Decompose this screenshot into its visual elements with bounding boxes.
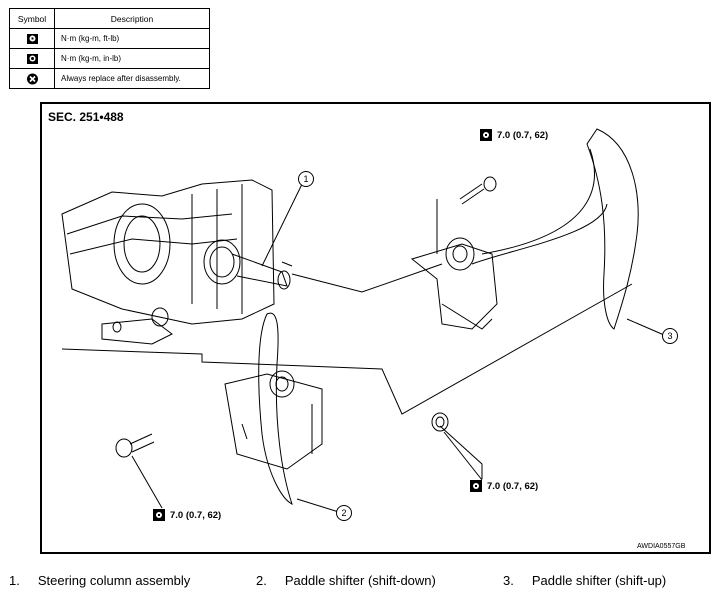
paddle-shifter-shift-down-drawing bbox=[224, 312, 323, 505]
torque-wrench-icon bbox=[470, 480, 482, 492]
legend-row: N·m (kg-m, in-lb) bbox=[9, 48, 210, 69]
torque-value: 7.0 (0.7, 62) bbox=[170, 509, 222, 521]
callout-3: 3 bbox=[662, 328, 678, 344]
legend-description: Always replace after disassembly. bbox=[54, 68, 210, 89]
steering-column-assembly-drawing bbox=[61, 179, 293, 345]
callout-3-leader bbox=[626, 318, 665, 336]
callout-1: 1 bbox=[298, 171, 314, 187]
steering-column-line-drawing bbox=[61, 128, 665, 514]
bolt-bottom-left-drawing bbox=[115, 433, 155, 458]
torque-wrench-filled-icon bbox=[26, 53, 38, 64]
replace-x-icon bbox=[26, 73, 38, 84]
section-label: SEC. 251•488 bbox=[48, 110, 124, 124]
torque-right-leader bbox=[443, 431, 483, 481]
torque-value: 7.0 (0.7, 62) bbox=[487, 480, 539, 492]
symbol-legend-table: Symbol Description N·m (kg-m, ft-lb) N·m… bbox=[9, 8, 210, 89]
torque-bottom-left-leader bbox=[131, 455, 163, 509]
torque-wrench-icon bbox=[153, 509, 165, 521]
legend-header-symbol: Symbol bbox=[9, 8, 55, 29]
alignment-lines bbox=[61, 199, 633, 479]
part-name: Paddle shifter (shift-down) bbox=[284, 573, 436, 588]
paddle-shifter-shift-up-drawing bbox=[410, 128, 639, 330]
callout-2-leader bbox=[296, 498, 343, 514]
legend-header-description: Description bbox=[54, 8, 210, 29]
part-item: 1. Steering column assembly bbox=[9, 573, 190, 588]
part-number: 1. bbox=[9, 573, 20, 588]
legend-description: N·m (kg-m, ft-lb) bbox=[54, 28, 210, 49]
figure-reference-code: AWDIA0557GB bbox=[637, 543, 686, 550]
torque-label-top: 7.0 (0.7, 62) bbox=[480, 129, 548, 141]
legend-header-row: Symbol Description bbox=[9, 8, 210, 29]
part-item: 2. Paddle shifter (shift-down) bbox=[256, 573, 436, 588]
torque-label-bottom-left: 7.0 (0.7, 62) bbox=[153, 509, 221, 521]
legend-row: Always replace after disassembly. bbox=[9, 68, 210, 89]
nut-right-drawing bbox=[431, 412, 449, 432]
torque-value: 7.0 (0.7, 62) bbox=[497, 129, 549, 141]
torque-wrench-icon bbox=[26, 33, 38, 44]
torque-wrench-icon bbox=[480, 129, 492, 141]
part-number: 3. bbox=[503, 573, 514, 588]
part-number: 2. bbox=[256, 573, 267, 588]
bolt-top-drawing bbox=[459, 176, 497, 205]
callout-2: 2 bbox=[336, 505, 352, 521]
legend-description: N·m (kg-m, in-lb) bbox=[54, 48, 210, 69]
exploded-view-figure bbox=[40, 102, 711, 554]
legend-row: N·m (kg-m, ft-lb) bbox=[9, 28, 210, 49]
part-item: 3. Paddle shifter (shift-up) bbox=[503, 573, 666, 588]
callout-1-leader bbox=[261, 177, 306, 267]
part-name: Paddle shifter (shift-up) bbox=[531, 573, 667, 588]
torque-label-right: 7.0 (0.7, 62) bbox=[470, 480, 538, 492]
part-name: Steering column assembly bbox=[37, 573, 191, 588]
